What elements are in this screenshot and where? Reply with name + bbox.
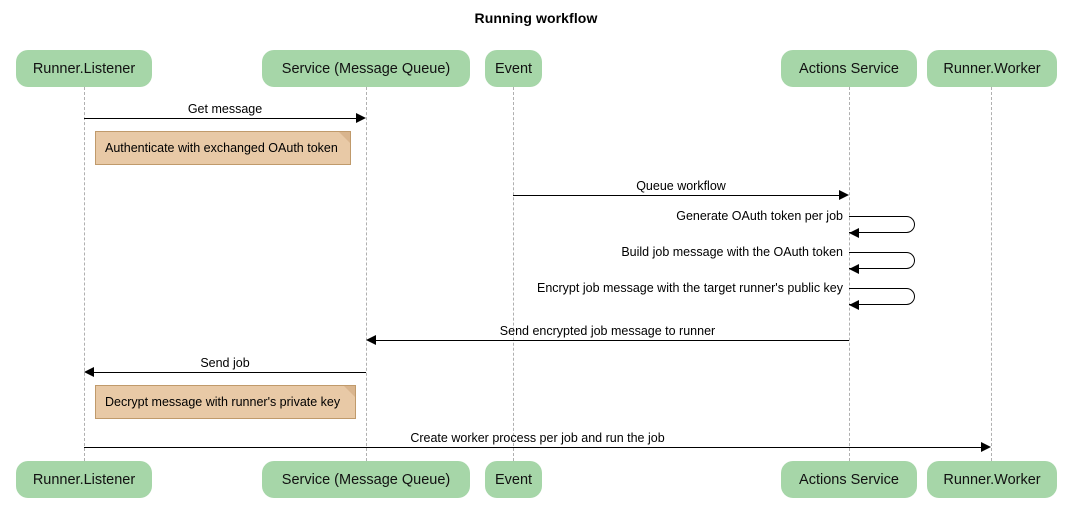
- participant-label: Runner.Listener: [32, 471, 136, 488]
- participant-label: Service (Message Queue): [281, 471, 451, 488]
- participant-label: Actions Service: [799, 471, 899, 488]
- message-line-get-message: [84, 118, 356, 119]
- message-arrowhead-send-job: [84, 367, 94, 377]
- note-label: Authenticate with exchanged OAuth token: [105, 141, 338, 155]
- message-label-build-job-message: Build job message with the OAuth token: [621, 245, 843, 259]
- message-arrowhead-encrypt-job-message: [849, 300, 859, 310]
- message-line-send-encrypted-job-message: [376, 340, 849, 341]
- message-arrowhead-send-encrypted-job-message: [366, 335, 376, 345]
- participant-service-message-queue-bottom[interactable]: Service (Message Queue): [262, 461, 470, 498]
- message-line-create-worker-process: [84, 447, 981, 448]
- message-label-send-encrypted-job-message: Send encrypted job message to runner: [499, 324, 716, 338]
- message-line-send-job: [94, 372, 366, 373]
- message-arrowhead-generate-oauth-token-per-job: [849, 228, 859, 238]
- lifeline-runner-listener: [84, 87, 85, 461]
- message-arrowhead-build-job-message: [849, 264, 859, 274]
- message-line-queue-workflow: [513, 195, 839, 196]
- participant-runner-listener-bottom[interactable]: Runner.Listener: [16, 461, 152, 498]
- message-arrowhead-get-message: [356, 113, 366, 123]
- participant-label: Actions Service: [799, 60, 899, 77]
- participant-label: Runner.Worker: [943, 60, 1041, 77]
- participant-event-bottom[interactable]: Event: [485, 461, 542, 498]
- note-decrypt: Decrypt message with runner's private ke…: [95, 385, 356, 419]
- message-label-generate-oauth-token-per-job: Generate OAuth token per job: [676, 209, 843, 223]
- participant-runner-listener-top[interactable]: Runner.Listener: [16, 50, 152, 87]
- participant-actions-service-bottom[interactable]: Actions Service: [781, 461, 917, 498]
- message-label-queue-workflow: Queue workflow: [636, 179, 726, 193]
- message-label-encrypt-job-message: Encrypt job message with the target runn…: [536, 281, 843, 295]
- diagram-title: Running workflow: [474, 10, 598, 26]
- participant-service-message-queue-top[interactable]: Service (Message Queue): [262, 50, 470, 87]
- lifeline-service-message-queue: [366, 87, 367, 461]
- message-label-create-worker-process: Create worker process per job and run th…: [410, 431, 665, 445]
- participant-runner-worker-bottom[interactable]: Runner.Worker: [927, 461, 1057, 498]
- lifeline-event: [513, 87, 514, 461]
- message-label-send-job: Send job: [200, 356, 250, 370]
- message-arrowhead-queue-workflow: [839, 190, 849, 200]
- participant-label: Event: [494, 471, 533, 488]
- message-selfloop-build-job-message: [849, 252, 915, 269]
- participant-event-top[interactable]: Event: [485, 50, 542, 87]
- lifeline-actions-service: [849, 87, 850, 461]
- participant-label: Runner.Listener: [32, 60, 136, 77]
- message-selfloop-encrypt-job-message: [849, 288, 915, 305]
- participant-label: Event: [494, 60, 533, 77]
- participant-label: Runner.Worker: [943, 471, 1041, 488]
- participant-actions-service-top[interactable]: Actions Service: [781, 50, 917, 87]
- participant-label: Service (Message Queue): [281, 60, 451, 77]
- message-arrowhead-create-worker-process: [981, 442, 991, 452]
- note-authenticate: Authenticate with exchanged OAuth token: [95, 131, 351, 165]
- note-fold-icon: [344, 386, 355, 408]
- message-label-get-message: Get message: [187, 102, 263, 116]
- message-selfloop-generate-oauth-token-per-job: [849, 216, 915, 233]
- note-label: Decrypt message with runner's private ke…: [105, 395, 341, 409]
- participant-runner-worker-top[interactable]: Runner.Worker: [927, 50, 1057, 87]
- lifeline-runner-worker: [991, 87, 992, 461]
- note-fold-icon: [339, 132, 350, 154]
